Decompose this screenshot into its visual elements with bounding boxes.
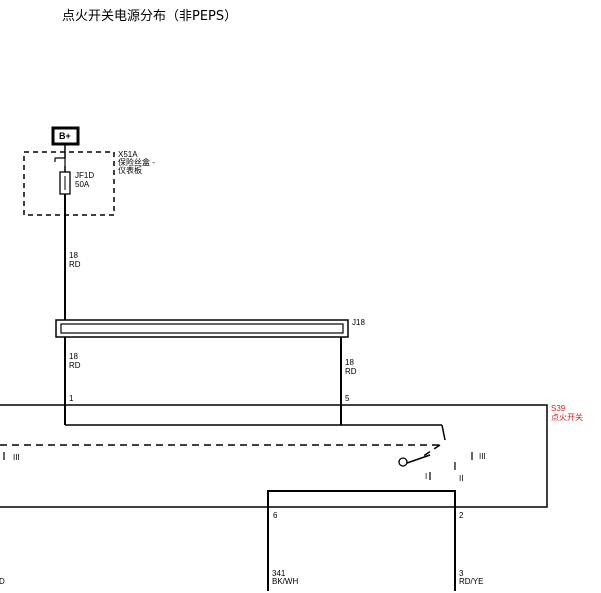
wire-right-gauge: 18 <box>345 358 354 367</box>
ignition-switch-outline <box>0 404 548 508</box>
wire-out-2-circuit: 3 <box>459 569 464 578</box>
switch-pos-III-right: III <box>479 452 486 461</box>
fuse-box-name-1: 保险丝盒 - <box>118 157 155 167</box>
switch-contact-blade <box>406 454 431 464</box>
battery-positive-terminal: B+ <box>51 126 80 146</box>
fuse-id: JF1D <box>75 171 94 180</box>
switch-name: 点火开关 <box>551 412 583 422</box>
wire-left-gauge: 18 <box>69 352 78 361</box>
wire-out-6-circuit: 341 <box>272 569 286 578</box>
switch-pin-2: 2 <box>459 511 464 520</box>
wire-left-color: RD <box>69 361 81 370</box>
fuse-box-outline <box>23 151 115 216</box>
wire-out-2-color: RD/YE <box>459 577 483 586</box>
switch-pin-6: 6 <box>273 511 278 520</box>
wire-top-gauge: 18 <box>69 251 78 260</box>
switch-pin-5: 5 <box>345 394 350 403</box>
power-label: B+ <box>59 131 71 141</box>
diagram-title: 点火开关电源分布（非PEPS） <box>62 9 237 24</box>
wire-out-6-color: BK/WH <box>272 577 298 586</box>
fuse-box-id: X51A <box>118 150 138 159</box>
switch-pos-I: I <box>425 472 427 481</box>
fuse-rating: 50A <box>75 180 90 189</box>
fuse-box-name-2: 仪表板 <box>118 165 142 175</box>
wire-top-color: RD <box>69 260 81 269</box>
splice-id: J18 <box>352 318 365 327</box>
splice-j18 <box>55 319 349 338</box>
switch-id: S39 <box>551 404 566 413</box>
switch-output-bus <box>267 490 456 591</box>
switch-pivot-icon <box>398 457 408 467</box>
fuse-connector-mark <box>54 157 66 166</box>
switch-pin-1: 1 <box>69 394 74 403</box>
wire-out-left-color: D <box>0 577 5 586</box>
wire-right-color: RD <box>345 367 357 376</box>
switch-pos-II: II <box>459 474 463 483</box>
switch-pos-III-left: III <box>13 453 20 462</box>
